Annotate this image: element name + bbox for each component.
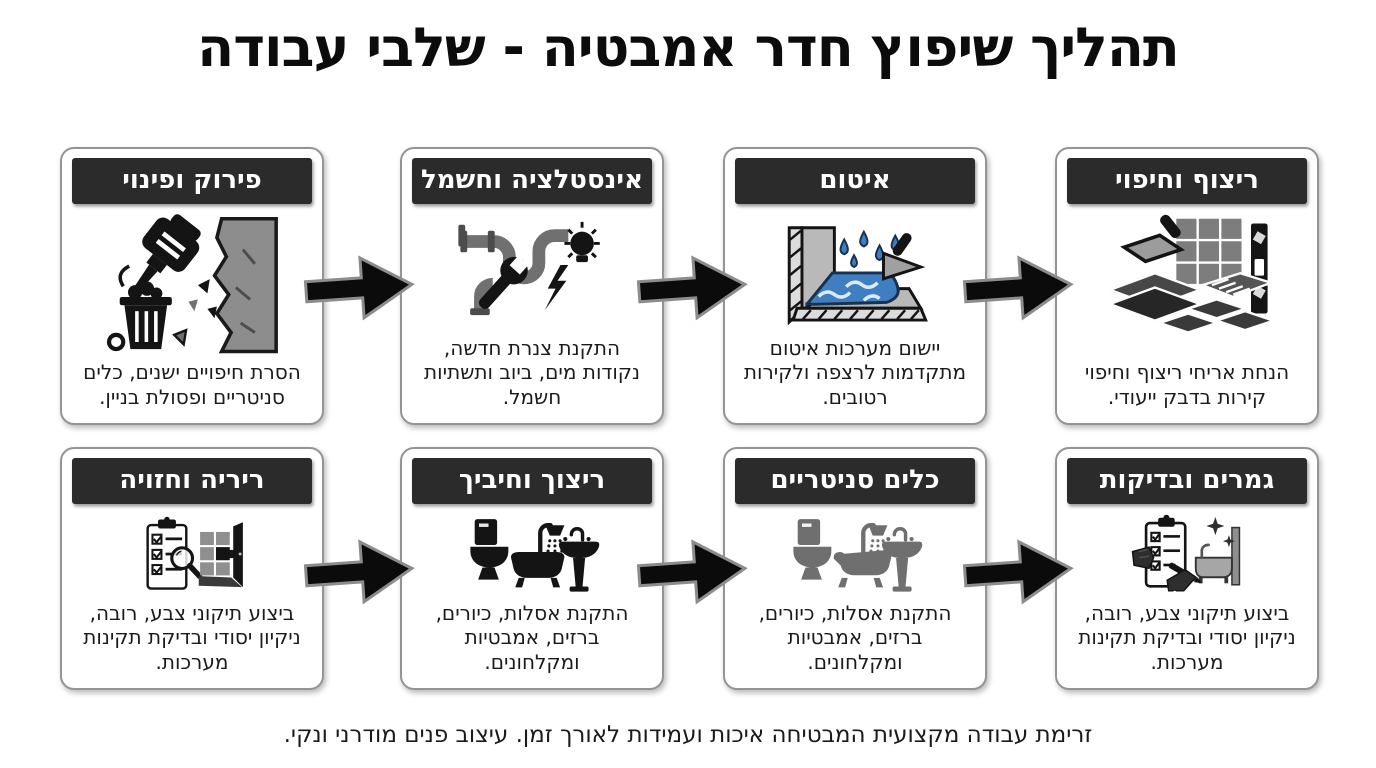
step-description: יישום מערכות איטום מתקדמות לרצפה ולקירות… <box>743 335 967 409</box>
waterproofing-icon <box>725 206 985 336</box>
finishing-inspection-icon <box>1057 506 1317 601</box>
step-card-tiling: ריצוף וחיפוי <box>1055 147 1319 425</box>
step-description: התקנת צנרת חדשה, נקודות מים, ביוב ותשתיו… <box>424 335 640 409</box>
step-card-waterproofing: איטום <box>723 147 987 425</box>
footer-caption: זרימת עבודה מקצועית המבטיחה איכות ועמידו… <box>283 722 1093 748</box>
demolition-icon <box>62 206 322 360</box>
page-title: תהליך שיפוץ חדר אמבטיה - שלבי עבודה <box>197 16 1180 79</box>
step-description: התקנת אסלות, כיורים, ברזים, אמבטיות ומקל… <box>758 600 952 674</box>
flow-arrow-right-icon <box>636 255 748 321</box>
step-title: ריצוך וחיביך <box>412 458 652 504</box>
step-description: ביצוע תיקוני צבע, רובה, ניקיון יסודי ובד… <box>83 600 301 674</box>
step-title: כלים סניטריים <box>735 458 975 504</box>
inspection-checklist-icon <box>62 506 322 601</box>
plumbing-electric-icon <box>402 206 662 336</box>
flow-arrow-right-icon <box>962 255 1074 321</box>
step-card-plumbing-electric: אינסטלציה וחשמל <box>400 147 664 425</box>
flow-arrow-right-icon <box>303 255 415 321</box>
step-card-fixtures-install: ריצוך וחיביך <box>400 447 664 690</box>
tiling-icon <box>1057 206 1317 360</box>
step-description: ביצוע תיקוני צבע, רובה, ניקיון יסודי ובד… <box>1078 600 1296 674</box>
step-title: ריריה וחזויה <box>72 458 312 504</box>
step-description: הסרת חיפויים ישנים, כלים סניטריים ופסולת… <box>83 360 301 409</box>
process-row-2: ריריה וחזויה <box>0 447 1376 690</box>
step-title: ריצוף וחיפוי <box>1067 158 1307 204</box>
step-description: הנחת אריחי ריצוף וחיפוי קירות בדבק ייעוד… <box>1084 360 1290 409</box>
step-title: איטום <box>735 158 975 204</box>
step-title: אינסטלציה וחשמל <box>412 158 652 204</box>
step-title: פירוק ופינוי <box>72 158 312 204</box>
step-card-sanitary-fixtures: כלים סניטריים <box>723 447 987 690</box>
bathroom-fixtures-black-icon <box>402 506 662 601</box>
step-card-inspection: ריריה וחזויה <box>60 447 324 690</box>
flow-arrow-right-icon <box>962 539 1074 605</box>
step-card-finishing: גמרים ובדיקות <box>1055 447 1319 690</box>
step-card-demolition: פירוק ופינוי <box>60 147 324 425</box>
step-title: גמרים ובדיקות <box>1067 458 1307 504</box>
step-description: התקנת אסלות, כיורים, ברזים, אמבטיות ומקל… <box>435 600 629 674</box>
flow-arrow-right-icon <box>303 539 415 605</box>
flow-arrow-right-icon <box>636 539 748 605</box>
bathroom-fixtures-gray-icon <box>725 506 985 601</box>
process-row-1: פירוק ופינוי <box>0 147 1376 425</box>
